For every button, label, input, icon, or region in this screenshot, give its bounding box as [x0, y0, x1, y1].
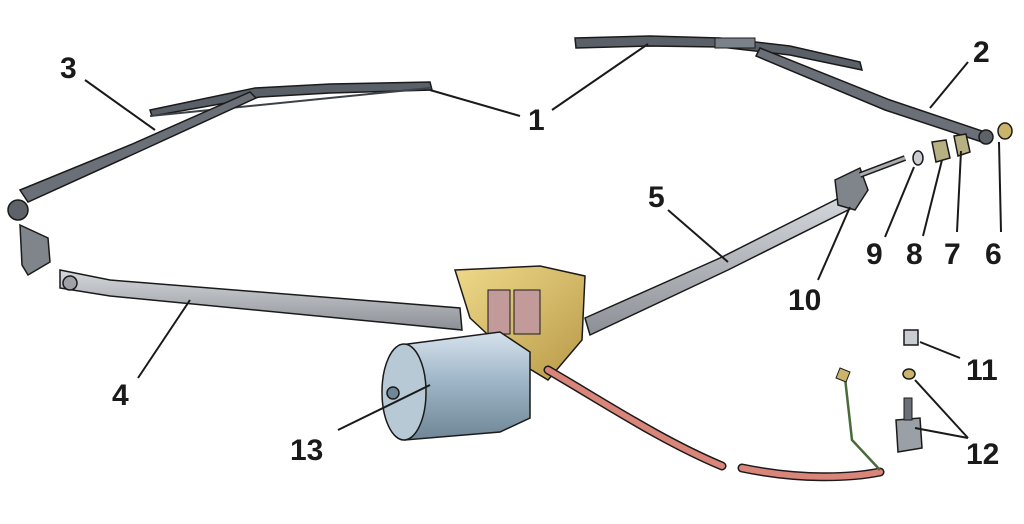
callout-3: 3: [60, 52, 77, 85]
callout-10: 10: [788, 284, 821, 317]
right-pivot: [834, 155, 907, 211]
switch-and-screw: [895, 329, 923, 453]
mounting-bracket: [453, 265, 586, 381]
callout-13: 13: [290, 434, 323, 467]
callout-8: 8: [906, 238, 923, 271]
nut-and-washers: [912, 122, 1013, 166]
callout-2: 2: [973, 36, 990, 69]
leader-lines: [84, 43, 1002, 439]
callout-12: 12: [966, 438, 999, 471]
left-wiper-blade: [149, 81, 433, 117]
left-linkage-rod: [59, 269, 463, 331]
callout-7: 7: [944, 238, 961, 271]
power-cable: [543, 365, 885, 482]
callout-4: 4: [112, 379, 129, 412]
left-wiper-arm: [7, 91, 258, 277]
callout-9: 9: [866, 238, 883, 271]
electric-motor: [381, 331, 531, 441]
callout-1: 1: [528, 104, 545, 137]
callout-11: 11: [966, 354, 998, 387]
right-wiper-arm: [754, 47, 994, 145]
callout-6: 6: [985, 238, 1002, 271]
callout-5: 5: [648, 181, 665, 214]
